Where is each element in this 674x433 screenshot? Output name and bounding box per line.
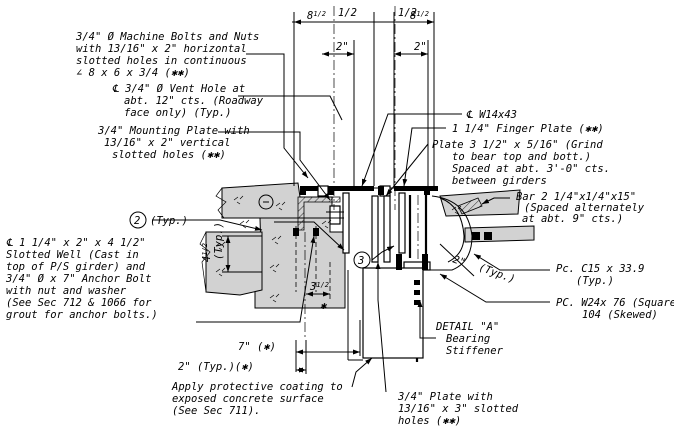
dim-typ-vertical: (Typ.) [213, 222, 225, 260]
label-pc-c15: Pc. C15 x 33.9 [556, 263, 645, 275]
label-coating-2: exposed concrete surface [172, 393, 324, 405]
dim-two-in-typ-right-paren: (Typ.) [477, 262, 517, 286]
label-bearing-stiffener-2: Stiffener [446, 345, 504, 357]
label-plate-3-1: Plate 3 1/2" x 5/16" (Grind [432, 139, 603, 151]
label-bearing-stiffener-1: Bearing [446, 333, 490, 345]
bar-2-1-4 [457, 197, 483, 215]
label-machine-bolts-2: with 13/16" x 2" horizontal [76, 43, 247, 55]
dim-top-left-b: 1/2 [338, 7, 357, 19]
machine-bolt [326, 205, 344, 225]
dim-four-half: 41/2 [201, 243, 213, 262]
dim-two-in-bottom: 2" (Typ.)(✱) [178, 361, 254, 373]
label-vent-hole-1: ℄ 3/4" Ø Vent Hole at [112, 83, 245, 95]
label-machine-bolts-4: ∠ 8 x 6 x 3/4 (✱✱) [76, 67, 190, 79]
label-plate-3-3: Spaced at abt. 3'-0" cts. [452, 163, 610, 175]
label-plate-34-3: holes (✱✱) [398, 415, 461, 427]
dim-top-right-b: 81/2 [410, 10, 429, 22]
bearing-stiffener-box [362, 267, 424, 359]
label-circle-2: 2 [134, 215, 140, 227]
dim-top-left-a: 81/2 [307, 10, 326, 22]
leaders [152, 53, 550, 393]
label-slotted-well-3: top of P/S girder) and [6, 261, 146, 273]
label-machine-bolts-1: 3/4" Ø Machine Bolts and Nuts [75, 31, 259, 43]
anchor-bolts [293, 226, 331, 300]
dim-two-in-left: 2" [336, 41, 349, 53]
structure [199, 6, 535, 362]
detail-a-bolts [396, 254, 428, 305]
dim-three-half: 31/2 [309, 281, 329, 293]
label-slotted-well-7: grout for anchor bolts.) [6, 309, 158, 321]
callout-circle-3 [353, 251, 371, 269]
label-finger-plate: 1 1/4" Finger Plate (✱✱) [452, 123, 604, 135]
label-pc-w24-skewed: 104 (Skewed) [582, 309, 658, 321]
ps-girder [254, 217, 346, 309]
label-coating-3: (See Sec 711). [172, 405, 261, 417]
break-line [199, 231, 211, 293]
label-bar-2-1: Bar 2 1/4"x1/4"x15" [516, 191, 636, 203]
label-slotted-well-6: (See Sec 712 & 1066 for [6, 297, 152, 309]
label-bar-2-2: (Spaced alternately [524, 202, 645, 214]
label-mounting-plate-3: slotted holes (✱✱) [112, 149, 226, 161]
label-slotted-well-4: 3/4" Ø x 7" Anchor Bolt [5, 273, 151, 285]
label-pc-c15-typ: (Typ.) [576, 275, 614, 287]
label-bar-2-3: at abt. 9" cts.) [522, 213, 623, 225]
label-slotted-well-1: ℄ 1 1/4" x 2" x 4 1/2" [6, 237, 146, 249]
label-slotted-well-5: with nut and washer [6, 285, 127, 297]
right-deck-slab-end [464, 225, 535, 243]
dimensions: 81/2 1/2 1/2 81/2 2" 2" 41/2 (Typ.) 31/2… [178, 7, 517, 374]
break-line [215, 187, 227, 219]
label-plate-3-2: to bear top and bott.) [452, 151, 591, 163]
dim-two-in-right: 2" [414, 41, 427, 53]
label-typ-2: (Typ.) [150, 215, 188, 227]
w14-beam-flange [342, 192, 350, 254]
finger-plate-left [300, 186, 374, 191]
support-cap [205, 231, 263, 296]
label-machine-bolts-3: slotted holes in continuous [76, 55, 247, 67]
callout-circle-2 [129, 211, 147, 229]
svg-text:✱: ✱ [320, 300, 328, 312]
labels: 3/4" Ø Machine Bolts and Nuts with 13/16… [5, 31, 674, 427]
label-w14: ℄ W14x43 [466, 109, 517, 121]
w14-beam-flange [398, 192, 406, 254]
label-vent-hole-2: abt. 12" cts. (Roadway [124, 95, 264, 107]
label-plate-34-1: 3/4" Plate with [397, 391, 493, 403]
label-pc-w24: PC. W24x 76 (Square) [556, 297, 674, 309]
label-circle-3: 3 [357, 255, 364, 267]
dim-seven-in: 7" (✱) [238, 341, 276, 353]
label-mounting-plate-1: 3/4" Mounting Plate with [97, 125, 250, 137]
concrete-marks [215, 195, 462, 303]
label-detail-a: DETAIL "A" [435, 321, 499, 333]
label-plate-34-2: 13/16" x 3" slotted [398, 403, 519, 415]
label-slotted-well-2: Slotted Well (Cast in [6, 249, 139, 261]
label-vent-hole-3: face only) (Typ.) [124, 107, 231, 119]
plate-3-4 [371, 195, 379, 263]
finger-plate-right [394, 186, 438, 191]
label-mounting-plate-2: 13/16" x 2" vertical [104, 137, 230, 149]
label-plate-3-4: between girders [452, 175, 547, 187]
label-coating-1: Apply protective coating to [171, 381, 343, 393]
dim-top-right-a: 1/2 [398, 7, 417, 19]
